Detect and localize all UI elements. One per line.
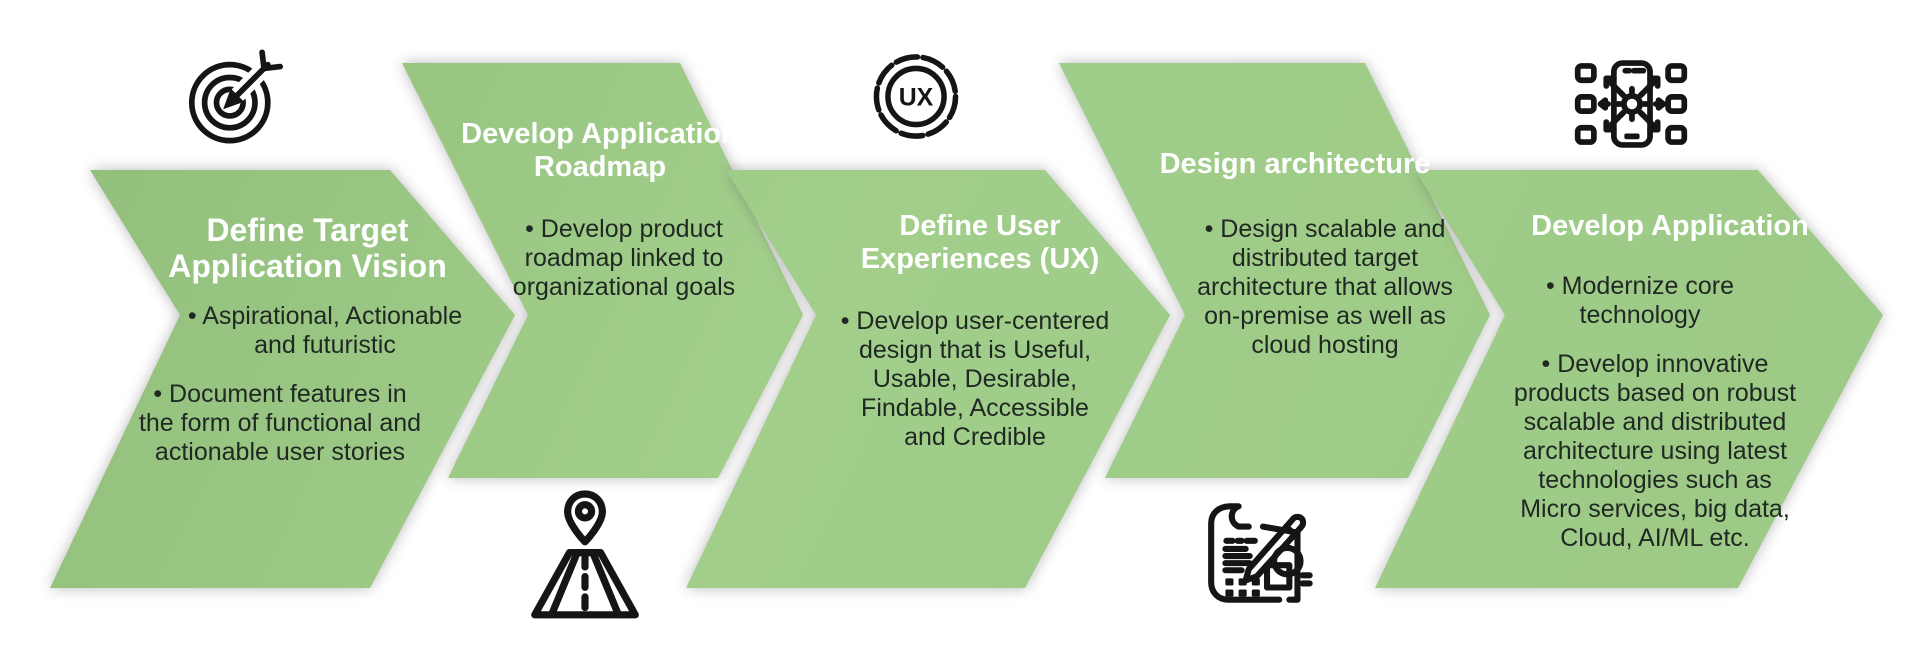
step-2-title: Develop Application Roadmap xyxy=(461,118,739,184)
step-1-title: Define Target Application Vision xyxy=(168,212,447,285)
step-5-title: Develop Application xyxy=(1531,210,1809,242)
app-icon xyxy=(1572,58,1690,150)
roadmap-icon xyxy=(525,488,645,622)
step-3-bullet-1: • Develop user-centered design that is U… xyxy=(840,307,1110,451)
step-3-title: Define User Experiences (UX) xyxy=(860,210,1100,276)
target-icon xyxy=(188,45,283,147)
ux-icon: UX xyxy=(870,48,962,145)
step-1-bullet-2: • Document features in the form of funct… xyxy=(138,380,422,466)
step-1-bullet-1: • Aspirational, Actionable and futuristi… xyxy=(187,302,463,359)
ux-icon-label: UX xyxy=(899,85,934,112)
step-2-bullet-1: • Develop product roadmap linked to orga… xyxy=(512,215,736,301)
step-5-bullet-2: • Develop innovative products based on r… xyxy=(1513,350,1797,552)
step-4-title: Design architecture xyxy=(1159,148,1431,180)
step-5-bullet-1: • Modernize core technology xyxy=(1545,272,1734,329)
step-4-bullet-1: • Design scalable and distributed target… xyxy=(1197,215,1453,359)
blueprint-icon xyxy=(1200,498,1332,610)
